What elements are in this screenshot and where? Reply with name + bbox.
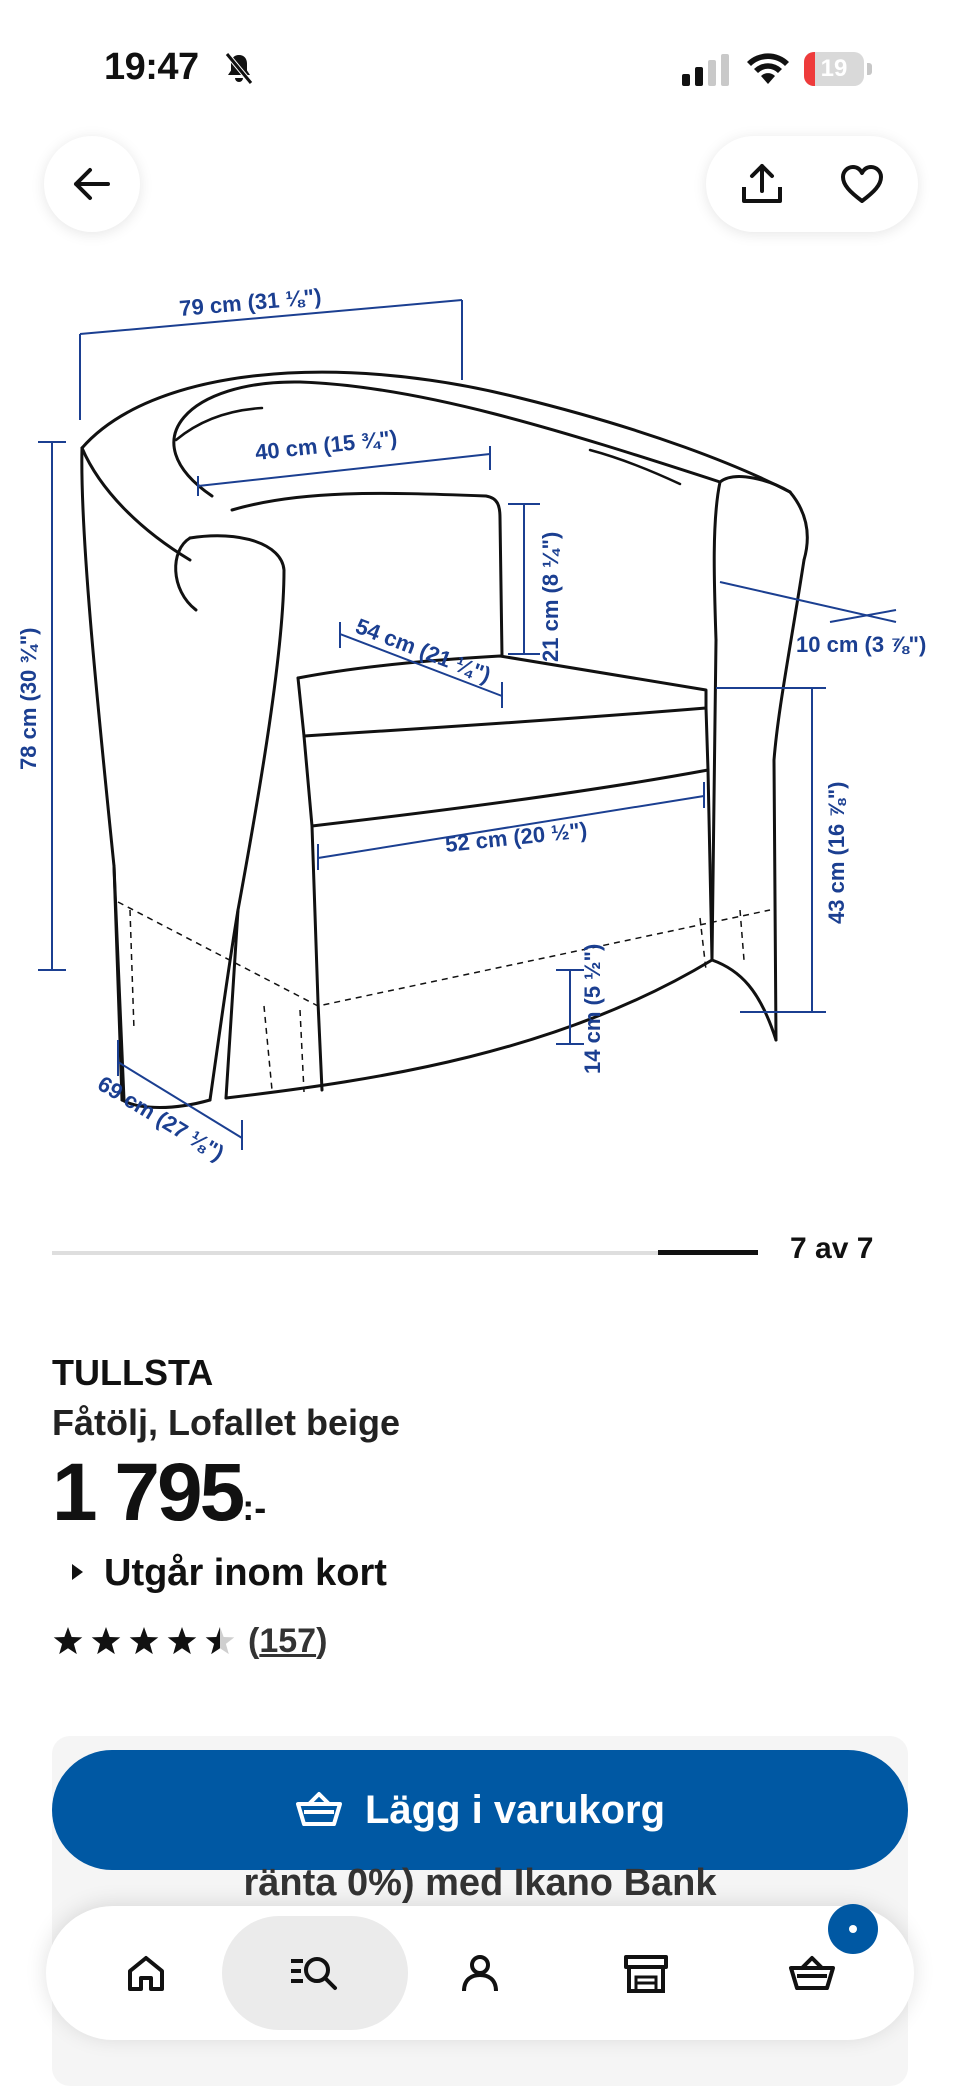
price-suffix: :- xyxy=(242,1487,267,1528)
dim-seat-width-label: 40 cm (15 ¾") xyxy=(254,425,398,465)
add-to-cart-button[interactable]: Lägg i varukorg xyxy=(52,1750,908,1870)
product-name: TULLSTA xyxy=(52,1352,214,1393)
bell-slash-icon xyxy=(225,52,253,85)
back-button[interactable] xyxy=(44,136,140,232)
battery-level: 19 xyxy=(820,55,848,82)
price-amount: 1 795 xyxy=(52,1447,245,1538)
search-icon xyxy=(291,1957,337,1990)
dim-front-width-label: 52 cm (20 ½") xyxy=(444,817,588,857)
armchair-line-drawing xyxy=(80,370,809,1109)
nav-profile[interactable] xyxy=(430,1923,530,2023)
battery-cap xyxy=(867,63,872,75)
dim-arm-width-label: 10 cm (3 ⅞") xyxy=(796,632,926,657)
nav-cart[interactable] xyxy=(762,1923,862,2023)
cart-icon xyxy=(789,1956,835,1990)
carousel-thumb[interactable] xyxy=(658,1250,758,1255)
star-icon xyxy=(205,1627,235,1655)
store-icon xyxy=(624,1955,668,1993)
rating-stars xyxy=(53,1627,235,1655)
product-description: Fåtölj, Lofallet beige xyxy=(52,1402,401,1443)
financing-text: ränta 0%) med Ikano Bank xyxy=(243,1862,717,1904)
dim-skirt-height-label: 14 cm (5 ½") xyxy=(580,944,605,1074)
share-icon xyxy=(742,164,782,203)
favorite-button[interactable] xyxy=(828,150,896,218)
header-actions xyxy=(706,136,918,232)
dim-seat-height-label: 43 cm (16 ⅞") xyxy=(824,781,849,924)
reviews-count[interactable]: 157 xyxy=(259,1622,317,1660)
star-icon xyxy=(167,1627,197,1655)
dim-width-label: 79 cm (31 ⅛") xyxy=(178,284,322,321)
bottom-navigation xyxy=(46,1904,914,2040)
home-icon xyxy=(128,1956,164,1991)
user-icon xyxy=(462,1955,498,1992)
star-icon xyxy=(129,1627,159,1655)
nav-stores[interactable] xyxy=(596,1923,696,2023)
status-time: 19:47 xyxy=(104,46,199,88)
dim-height-label: 78 cm (30 ¾") xyxy=(16,627,41,770)
nav-home[interactable] xyxy=(96,1923,196,2023)
carousel-track xyxy=(52,1251,757,1255)
arrow-left-icon xyxy=(74,168,110,200)
product-dimension-diagram: 79 cm (31 ⅛") 40 cm (15 ¾") 21 cm (8 ¼")… xyxy=(16,284,926,1166)
share-button[interactable] xyxy=(728,150,796,218)
cart-badge xyxy=(828,1904,878,1954)
nav-search[interactable] xyxy=(222,1916,408,2030)
carousel-counter: 7 av 7 xyxy=(790,1232,874,1265)
dim-seat-depth-label: 54 cm (21 ¼") xyxy=(352,613,494,687)
heart-icon xyxy=(841,165,883,203)
battery-icon: 19 xyxy=(804,52,874,86)
add-to-cart-label: Lägg i varukorg xyxy=(364,1787,666,1832)
cart-badge-dot xyxy=(849,1925,857,1933)
star-icon xyxy=(91,1627,121,1655)
star-icon xyxy=(53,1627,83,1655)
signal-icon xyxy=(682,54,729,86)
battery-body: 19 xyxy=(804,52,864,86)
battery-fill xyxy=(804,52,816,86)
cart-icon xyxy=(295,1792,342,1826)
caret-right-icon xyxy=(72,1564,83,1580)
wifi-icon xyxy=(747,53,789,84)
dim-cushion-height-label: 21 cm (8 ¼") xyxy=(538,532,563,662)
availability-status[interactable]: Utgår inom kort xyxy=(104,1552,387,1594)
product-price: 1 795:- xyxy=(52,1452,266,1534)
reviews-link[interactable]: (157) xyxy=(248,1622,328,1660)
